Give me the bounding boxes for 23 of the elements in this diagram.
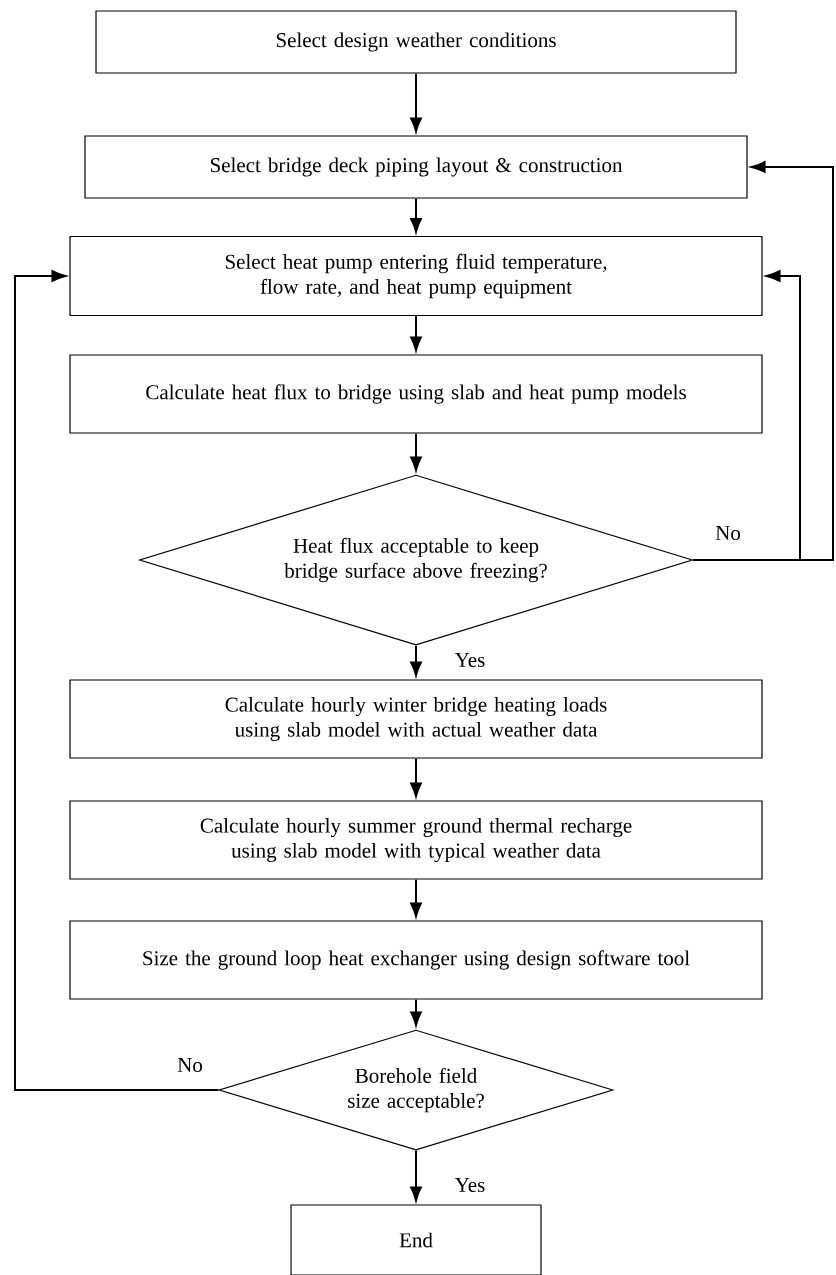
edge-label: No <box>176 1057 204 1073</box>
process-box: Calculate hourly summer ground thermal recharge using slab model with typical weather data <box>69 800 763 880</box>
process-box: Select bridge deck piping layout & construction <box>84 135 748 199</box>
edge-label: Yes <box>453 652 487 668</box>
arrow <box>410 315 422 352</box>
process-box: End <box>290 1204 542 1275</box>
process-box: Calculate heat flux to bridge using slab and heat pump models <box>69 354 763 434</box>
edge-label: No <box>714 525 742 541</box>
arrow <box>14 270 220 1091</box>
process-box: Select design weather conditions <box>95 10 737 74</box>
arrow <box>410 998 422 1027</box>
arrow <box>410 878 422 918</box>
arrow <box>410 1149 422 1202</box>
arrow <box>692 161 834 561</box>
process-box: Calculate hourly winter bridge heating loads using slab model with actual weather data <box>69 679 763 759</box>
process-box: Size the ground loop heat exchanger using design software tool <box>69 920 763 1000</box>
arrow <box>410 644 422 677</box>
arrow <box>410 72 422 133</box>
arrow <box>410 197 422 233</box>
process-box: Select heat pump entering fluid temperature, flow rate, and heat pump equipment <box>69 235 763 317</box>
edge-label: Yes <box>453 1177 487 1193</box>
arrow <box>410 757 422 798</box>
arrow <box>410 432 422 472</box>
